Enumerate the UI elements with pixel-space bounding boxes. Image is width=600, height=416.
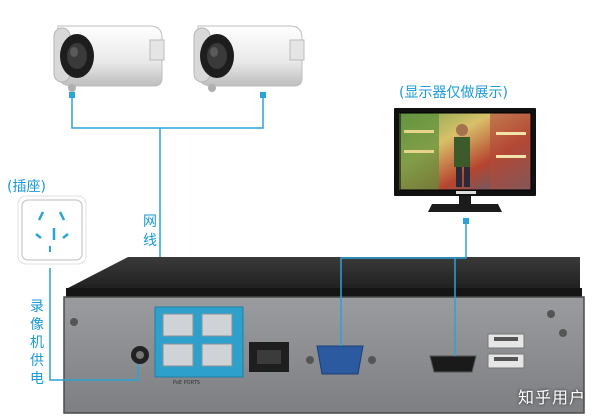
network-cable-label: 网线: [143, 214, 157, 249]
monitor-connector: [463, 218, 469, 224]
watermark: 知乎用户: [517, 388, 586, 407]
power-cable-wire: [49, 268, 139, 381]
svg-text:PoE PORTS: PoE PORTS: [173, 380, 200, 386]
display-note-label: (显示器仅做展示): [399, 85, 508, 101]
network-video-recorder: PoE PORTS: [63, 257, 585, 414]
outlet-label: (插座): [7, 179, 46, 195]
camera-2-connector: [260, 92, 266, 98]
monitor: [394, 108, 536, 212]
power-outlet: [17, 195, 87, 265]
recorder-power-label: 录像机供电: [30, 299, 44, 387]
camera-2: [193, 25, 305, 92]
camera-1: [53, 25, 165, 92]
camera-1-connector: [69, 92, 75, 98]
display-cable-wire: [340, 222, 467, 356]
